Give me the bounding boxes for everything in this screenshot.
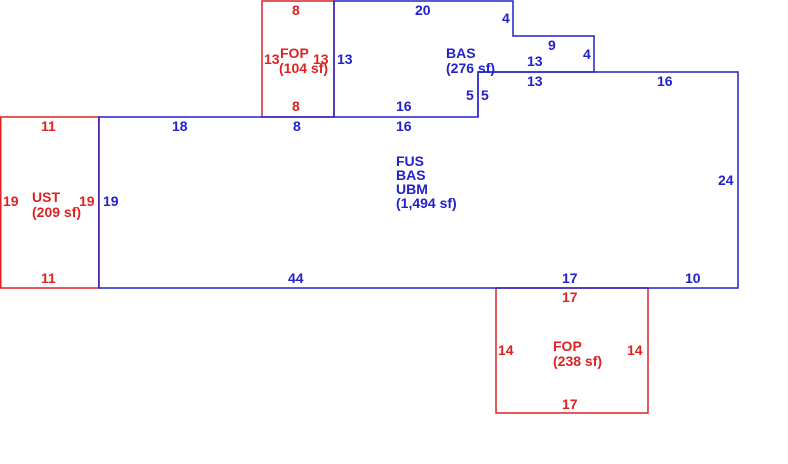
dim-label: 17 — [562, 289, 578, 305]
dim-label: 16 — [396, 118, 412, 134]
dim-label: 17 — [562, 270, 578, 286]
dim-label: 44 — [288, 270, 304, 286]
main-outline — [98, 71, 739, 289]
dim-label: 13 — [313, 51, 329, 67]
main-area-line-2: BAS — [396, 167, 426, 183]
dim-label: 13 — [337, 51, 353, 67]
dim-label: 24 — [718, 172, 734, 188]
dim-label: 16 — [396, 98, 412, 114]
bas-upper-size: (276 sf) — [446, 60, 495, 76]
dim-label: 17 — [562, 396, 578, 412]
dim-label: 19 — [79, 193, 95, 209]
dim-label: 13 — [264, 51, 280, 67]
main-area-line-1: FUS — [396, 153, 424, 169]
dim-label: 13 — [527, 53, 543, 69]
dim-label: 5 — [466, 87, 474, 103]
dim-label: 8 — [292, 98, 300, 114]
fop-top-size: (104 sf) — [279, 60, 328, 76]
fop-bottom-label: FOP — [553, 338, 582, 354]
dim-label: 9 — [548, 37, 556, 53]
main-area-size: (1,494 sf) — [396, 195, 457, 211]
dim-label: 4 — [502, 10, 510, 26]
main-area-line-3: UBM — [396, 181, 428, 197]
dim-label: 5 — [481, 87, 489, 103]
bas-upper-label: BAS — [446, 45, 476, 61]
dim-label: 16 — [657, 73, 673, 89]
dim-label: 8 — [292, 2, 300, 18]
ust-size: (209 sf) — [32, 204, 81, 220]
dim-label: 11 — [41, 270, 56, 286]
ust-label: UST — [32, 189, 60, 205]
dim-label: 14 — [498, 342, 514, 358]
dim-label: 4 — [583, 46, 591, 62]
dim-label: 19 — [3, 193, 19, 209]
fop-top-label: FOP — [280, 45, 309, 61]
dim-label: 10 — [685, 270, 701, 286]
dim-label: 8 — [293, 118, 301, 134]
dim-label: 19 — [103, 193, 119, 209]
dim-label: 11 — [41, 118, 56, 134]
dim-label: 20 — [415, 2, 431, 18]
dim-label: 13 — [527, 73, 543, 89]
fop-bottom-size: (238 sf) — [553, 353, 602, 369]
dim-label: 18 — [172, 118, 188, 134]
dim-label: 14 — [627, 342, 643, 358]
